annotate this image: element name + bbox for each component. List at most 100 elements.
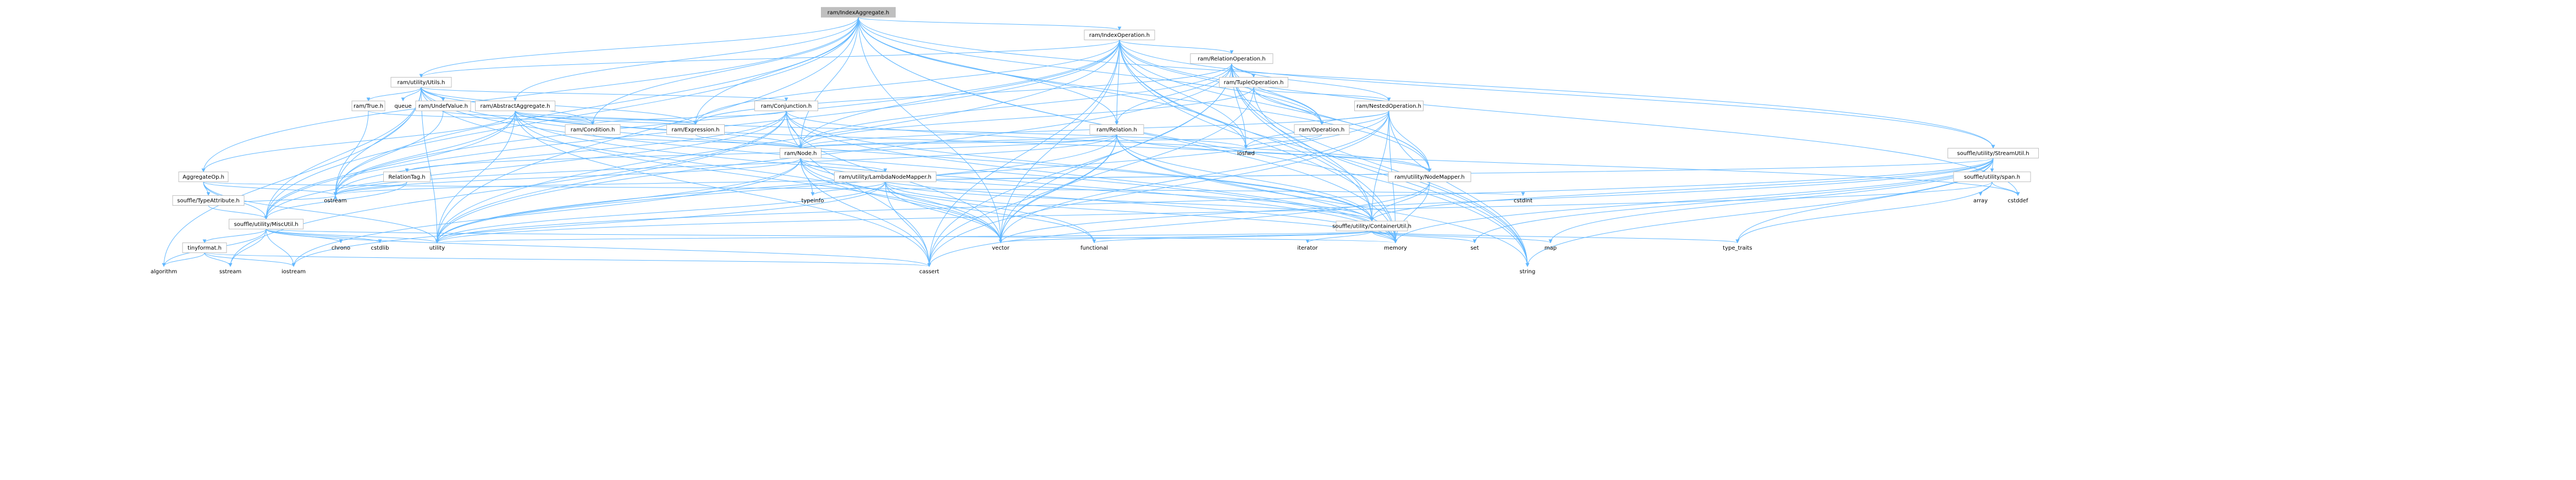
node-box-span	[1953, 172, 2031, 183]
node-box-lambdamapper	[834, 172, 936, 183]
node-label-containerutil: souffle/utility/ContainerUtil.h	[1332, 224, 1411, 230]
node-streamutil[interactable]: souffle/utility/StreamUtil.h	[1948, 148, 2039, 159]
edge-relop-to-node	[798, 63, 1232, 149]
node-label-node: ram/Node.h	[785, 151, 817, 157]
node-box-true	[351, 101, 385, 112]
edge-containerutil-to-type_traits	[1371, 230, 1740, 244]
edge-relation-to-cassert	[927, 134, 1117, 267]
node-label-cstddef: cstddef	[2008, 198, 2028, 204]
edge-utils-to-containerutil	[421, 87, 1374, 222]
node-nestedop[interactable]: ram/NestedOperation.h	[1354, 101, 1424, 112]
node-tinyformat[interactable]: tinyformat.h	[182, 242, 227, 253]
node-box-relop	[1190, 53, 1273, 64]
node-label-nestedop: ram/NestedOperation.h	[1356, 103, 1421, 109]
edge-streamutil-to-vector	[999, 158, 1994, 244]
edge-indexop-to-expression	[693, 40, 1120, 125]
node-tupleop[interactable]: ram/TupleOperation.h	[1219, 77, 1288, 88]
node-label-algorithm: algorithm	[151, 269, 177, 275]
node-miscutil[interactable]: souffle/utility/MiscUtil.h	[229, 219, 304, 230]
edge-conjunction-to-containerutil	[786, 111, 1374, 222]
edge-streamutil-to-utility	[435, 158, 1994, 244]
edge-root-to-nodemapper	[858, 17, 1432, 173]
edge-tupleop-to-node	[798, 87, 1254, 149]
node-chrono: chrono	[332, 245, 350, 251]
node-label-set: set	[1470, 245, 1479, 251]
edge-miscutil-to-utility	[266, 229, 439, 244]
node-label-aggop: AggregateOp.h	[183, 174, 224, 180]
edge-containerutil-to-vector	[999, 230, 1372, 244]
edge-abstractagg-to-iosfwd	[515, 111, 1248, 149]
node-string: string	[1520, 269, 1536, 275]
edge-utils-to-vector	[421, 87, 1003, 244]
edge-span-to-cstddef	[1992, 181, 2020, 196]
node-reltag[interactable]: RelationTag.h	[383, 172, 431, 183]
node-typeinfo: typeinfo	[801, 198, 824, 204]
node-box-relation	[1089, 124, 1144, 135]
node-relation[interactable]: ram/Relation.h	[1089, 124, 1144, 135]
node-label-nodemapper: ram/utility/NodeMapper.h	[1394, 174, 1465, 180]
edge-containerutil-to-functional	[1092, 230, 1372, 244]
node-node[interactable]: ram/Node.h	[780, 148, 821, 159]
edge-relation-to-string	[1116, 134, 1530, 267]
edge-root-to-abstractagg	[513, 17, 859, 102]
edge-relation-to-vector	[999, 134, 1117, 244]
node-label-relation: ram/Relation.h	[1096, 127, 1137, 133]
node-condition[interactable]: ram/Condition.h	[565, 124, 621, 135]
node-nodemapper[interactable]: ram/utility/NodeMapper.h	[1388, 172, 1471, 183]
node-undef[interactable]: ram/UndefValue.h	[415, 101, 471, 112]
node-containerutil[interactable]: souffle/utility/ContainerUtil.h	[1332, 220, 1411, 231]
node-vector: vector	[992, 245, 1010, 251]
edge-span-to-array	[1978, 181, 1993, 196]
edge-miscutil-to-memory	[266, 229, 1397, 244]
node-box-reltag	[383, 172, 431, 183]
node-expression[interactable]: ram/Expression.h	[666, 124, 725, 135]
node-typeattr[interactable]: souffle/TypeAttribute.h	[172, 195, 245, 206]
node-conjunction[interactable]: ram/Conjunction.h	[754, 101, 818, 112]
node-label-operation: ram/Operation.h	[1299, 127, 1345, 133]
edge-reltag-to-ostream	[333, 181, 407, 196]
edge-conjunction-to-ostream	[333, 111, 787, 196]
node-box-aggop	[178, 172, 229, 183]
edge-indexop-to-relop	[1119, 40, 1234, 54]
node-span[interactable]: souffle/utility/span.h	[1953, 172, 2031, 183]
edge-relop-to-operation	[1231, 63, 1324, 125]
edge-relop-to-expression	[693, 63, 1232, 125]
node-box-tupleop	[1219, 77, 1288, 88]
node-true[interactable]: ram/True.h	[351, 101, 385, 112]
node-cassert: cassert	[919, 269, 939, 275]
node-lambdamapper[interactable]: ram/utility/LambdaNodeMapper.h	[834, 172, 936, 183]
node-label-vector: vector	[992, 245, 1010, 251]
edge-node-to-containerutil	[800, 158, 1374, 222]
node-label-queue: queue	[394, 103, 411, 109]
node-box-nestedop	[1354, 101, 1424, 112]
edge-lambdamapper-to-typeinfo	[810, 181, 886, 196]
edge-streamutil-to-containerutil	[1370, 158, 1994, 222]
node-operation[interactable]: ram/Operation.h	[1294, 124, 1350, 135]
node-cstdlib: cstdlib	[371, 245, 389, 251]
edge-abstractagg-to-ostream	[333, 111, 516, 196]
node-indexop[interactable]: ram/IndexOperation.h	[1084, 30, 1155, 41]
edge-aggop-to-utility	[203, 181, 439, 244]
node-box-abstractagg	[475, 101, 555, 112]
node-abstractagg[interactable]: ram/AbstractAggregate.h	[475, 101, 555, 112]
node-cstdint: cstdint	[1514, 198, 1532, 204]
edge-operation-to-iosfwd	[1244, 134, 1322, 149]
edge-nodemapper-to-cassert	[927, 181, 1430, 267]
edge-lambdamapper-to-containerutil	[885, 181, 1374, 222]
edge-node-to-cassert	[800, 158, 931, 267]
node-root[interactable]: ram/IndexAggregate.h	[821, 7, 896, 18]
node-label-utils: ram/utility/Utils.h	[398, 80, 445, 86]
node-sstream: sstream	[219, 269, 241, 275]
edge-streamutil-to-type_traits	[1735, 158, 1994, 244]
node-label-undef: ram/UndefValue.h	[418, 103, 468, 109]
node-box-typeattr	[172, 195, 245, 206]
node-aggop[interactable]: AggregateOp.h	[178, 172, 229, 183]
edge-relop-to-containerutil	[1231, 63, 1374, 222]
edge-span-to-utility	[435, 181, 1993, 244]
node-relop[interactable]: ram/RelationOperation.h	[1190, 53, 1273, 64]
node-utils[interactable]: ram/utility/Utils.h	[390, 77, 452, 88]
edge-relation-to-containerutil	[1116, 134, 1374, 222]
edge-indexop-to-utils	[419, 40, 1120, 78]
edge-relop-to-nestedop	[1231, 63, 1391, 102]
edge-indexop-to-relation	[1115, 40, 1120, 125]
